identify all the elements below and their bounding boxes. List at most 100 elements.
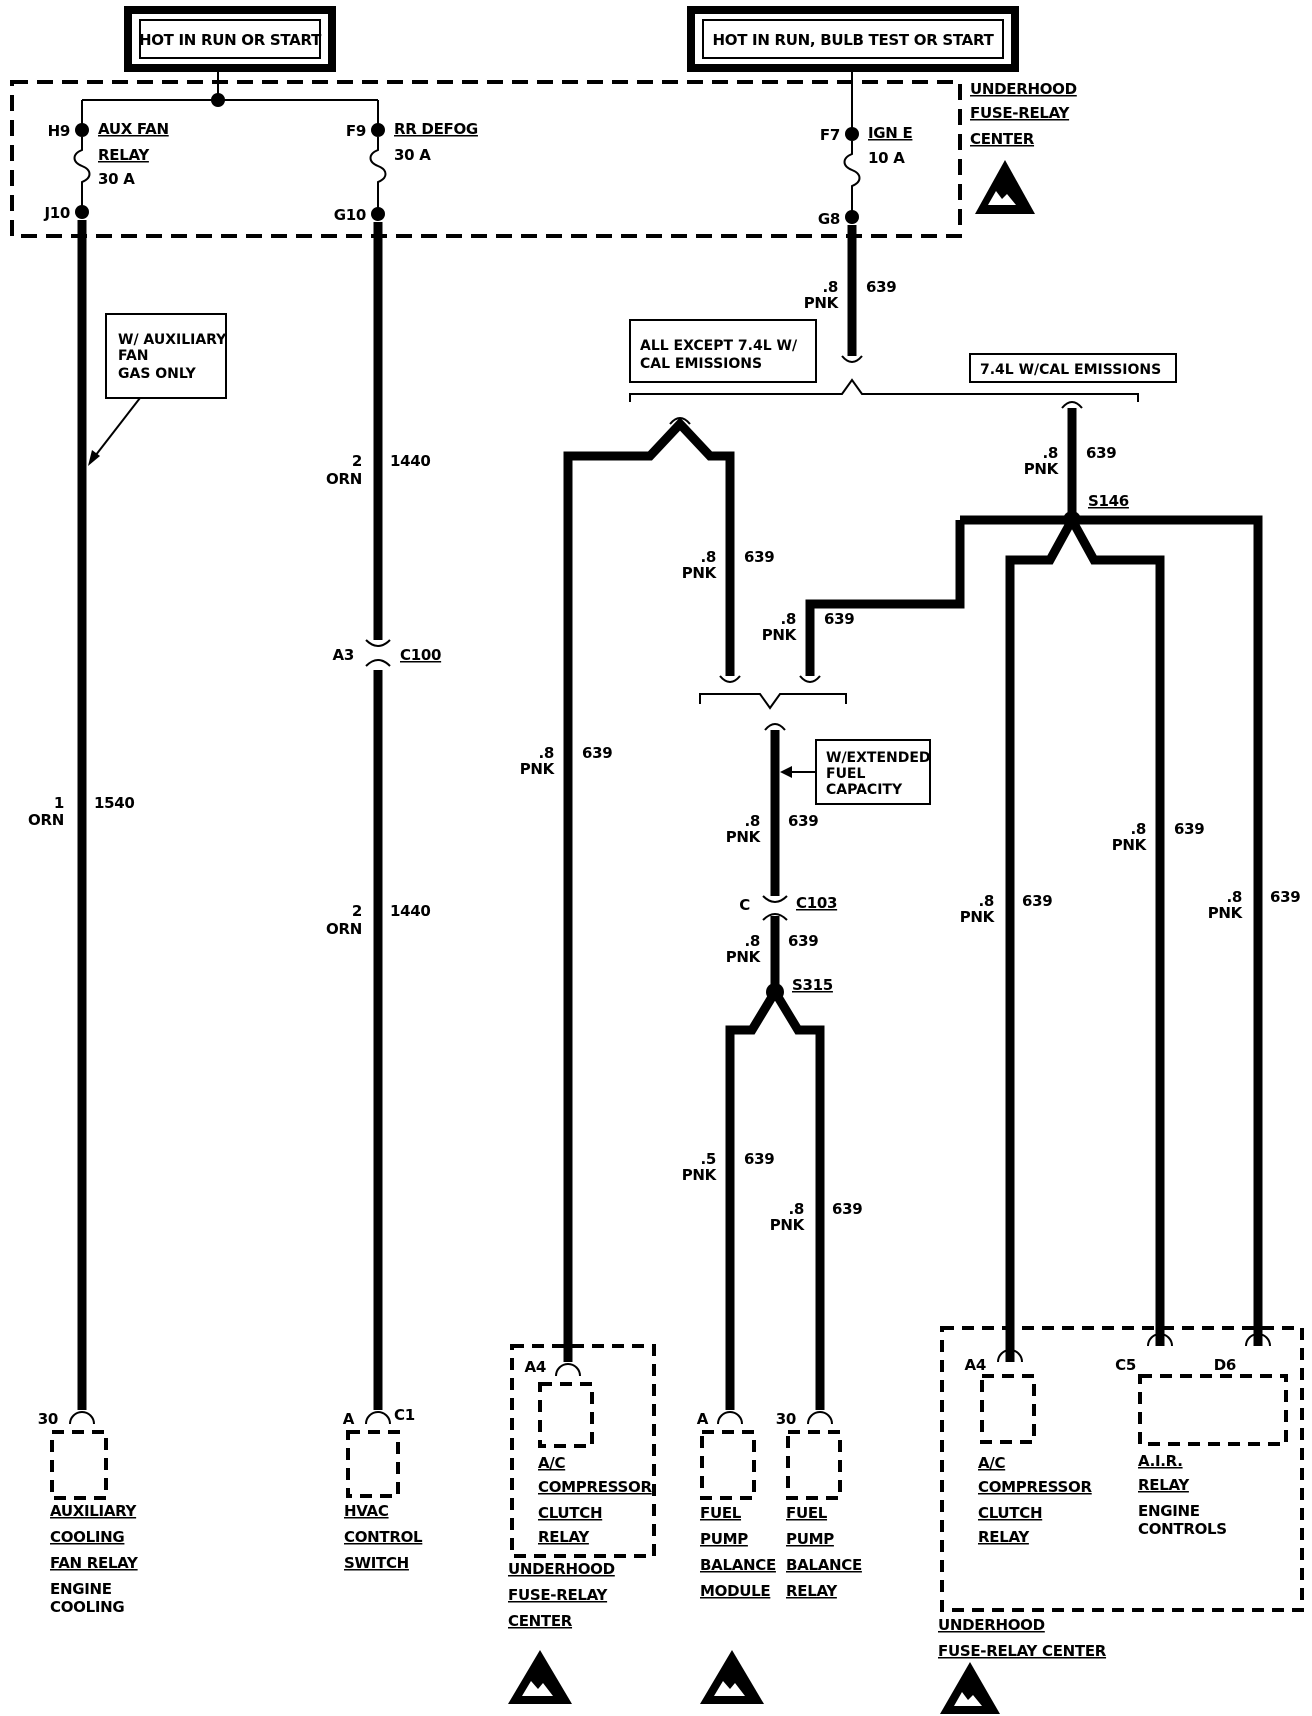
component-group: CENTER (508, 1612, 573, 1630)
component-name: RELAY (1138, 1476, 1190, 1494)
fuse-block-label-3: CENTER (970, 130, 1035, 148)
component-name: A/C (978, 1454, 1005, 1472)
wire-circuit: 639 (832, 1200, 862, 1218)
component-name: CLUTCH (538, 1504, 602, 1522)
component-name: COMPRESSOR (538, 1478, 652, 1496)
wire-circuit: 639 (1174, 820, 1204, 838)
branch-fuel-pump: W/EXTENDED FUEL CAPACITY .8 PNK 639 C C1… (682, 693, 931, 1410)
connector-pin: A3 (333, 646, 354, 664)
esd-warning-icon (975, 160, 1035, 214)
wire-size: .8 (822, 278, 838, 296)
wire-size: .8 (744, 812, 760, 830)
wire-color: ORN (326, 920, 362, 938)
wire-color: PNK (520, 760, 556, 778)
component-name: A.I.R. (1138, 1452, 1183, 1470)
pin-label: D6 (1214, 1356, 1236, 1374)
component-group: CONTROLS (1138, 1520, 1227, 1538)
wire-color: PNK (1112, 836, 1148, 854)
component-name: BALANCE (700, 1556, 776, 1574)
component-name: RELAY (538, 1528, 590, 1546)
pin-g10: G10 (334, 206, 366, 224)
wire-color: PNK (960, 908, 996, 926)
component-group: ENGINE (1138, 1502, 1200, 1520)
wire-color: PNK (762, 626, 798, 644)
wire-size: .8 (700, 548, 716, 566)
component-fuel-pump-balance-relay: 30 FUEL PUMP BALANCE RELAY (776, 1410, 863, 1600)
wire-size: .8 (1130, 820, 1146, 838)
component-name: HVAC (344, 1502, 389, 1520)
connector-c100: A3 C100 (333, 639, 441, 667)
note-line: CAL EMISSIONS (640, 356, 762, 372)
component-name: PUMP (786, 1530, 834, 1548)
pin-label: C1 (394, 1406, 415, 1424)
esd-warning-icon (508, 1650, 572, 1704)
pin-label: 30 (776, 1410, 796, 1428)
splice-label: S315 (792, 976, 833, 994)
note-all-except: ALL EXCEPT 7.4L W/ CAL EMISSIONS (629, 319, 817, 383)
component-name: BALANCE (786, 1556, 862, 1574)
option-brace (629, 378, 1139, 402)
power-box-left-label: HOT IN RUN OR START (139, 31, 322, 49)
wire-circuit: 1440 (390, 452, 431, 470)
note-aux-fan: W/ AUXILIARY FAN GAS ONLY (88, 313, 227, 466)
fuse-rating: 10 A (868, 149, 905, 167)
connector-name: C103 (796, 894, 837, 912)
wire-size: .8 (1226, 888, 1242, 906)
pin-h9: H9 (48, 122, 70, 140)
note-line: FAN (118, 348, 149, 364)
pin-g8: G8 (818, 210, 840, 228)
component-name: FUEL (786, 1504, 828, 1522)
wire-size: .8 (538, 744, 554, 762)
wire-circuit: 639 (866, 278, 896, 296)
branch-all-except: .8 PNK 639 .8 PNK 639 (520, 417, 775, 1362)
pin-label: A4 (525, 1358, 546, 1376)
component-aux-fan-relay: 30 AUXILIARY COOLING FAN RELAY ENGINE CO… (38, 1410, 140, 1616)
power-box-left: HOT IN RUN OR START (124, 6, 336, 72)
component-name: A/C (538, 1454, 565, 1472)
wire-circuit: 639 (1022, 892, 1052, 910)
wire-color: PNK (682, 564, 718, 582)
component-group: FUSE-RELAY CENTER (938, 1642, 1107, 1660)
pin-label: 30 (38, 1410, 58, 1428)
component-group: COOLING (50, 1598, 124, 1616)
component-group: UNDERHOOD (508, 1560, 615, 1578)
fuse-rating: 30 A (394, 146, 431, 164)
wire-color: PNK (682, 1166, 718, 1184)
component-name: RELAY (978, 1528, 1030, 1546)
fuse-name: AUX FAN (98, 120, 169, 138)
wire-color: PNK (770, 1216, 806, 1234)
fuse-block-label-2: FUSE-RELAY (970, 104, 1071, 122)
wire-circuit: 1440 (390, 902, 431, 920)
note-line: W/EXTENDED (826, 750, 931, 766)
circuit-1440: A3 C100 2 ORN 1440 2 ORN 1440 (326, 222, 441, 1410)
connector-pin: C (739, 896, 750, 914)
component-fuel-pump-balance-module: A FUEL PUMP BALANCE MODULE (697, 1410, 776, 1704)
note-line: GAS ONLY (118, 366, 197, 382)
fuse-block-label-1: UNDERHOOD (970, 80, 1077, 98)
wire-size: .8 (1042, 444, 1058, 462)
note-line: W/ AUXILIARY (118, 332, 227, 348)
power-box-right: HOT IN RUN, BULB TEST OR START (687, 6, 1019, 72)
fuse-name-2: RELAY (98, 146, 150, 164)
fuse-rating: 30 A (98, 170, 135, 188)
wire-color: ORN (28, 811, 64, 829)
note-line: FUEL (826, 766, 865, 782)
wire-circuit: 639 (788, 812, 818, 830)
note-line: 7.4L W/CAL EMISSIONS (980, 362, 1161, 378)
note-cal-emissions: 7.4L W/CAL EMISSIONS (969, 353, 1177, 383)
circuit-1540: 1 ORN 1540 (28, 220, 135, 1410)
fuse-ign-e: F7 G8 IGN E 10 A (818, 124, 913, 228)
fuse-aux-fan-relay: H9 J10 AUX FAN RELAY 30 A (43, 120, 169, 222)
component-name: FUEL (700, 1504, 742, 1522)
connector-name: C100 (400, 646, 441, 664)
component-name: PUMP (700, 1530, 748, 1548)
wire-circuit: 639 (1086, 444, 1116, 462)
wire-circuit: 639 (744, 1150, 774, 1168)
wire-circuit: 639 (788, 932, 818, 950)
component-group: ENGINE (50, 1580, 112, 1598)
pin-j10: J10 (43, 204, 70, 222)
component-name: CLUTCH (978, 1504, 1042, 1522)
wire-color: PNK (1024, 460, 1060, 478)
component-name: SWITCH (344, 1554, 409, 1572)
